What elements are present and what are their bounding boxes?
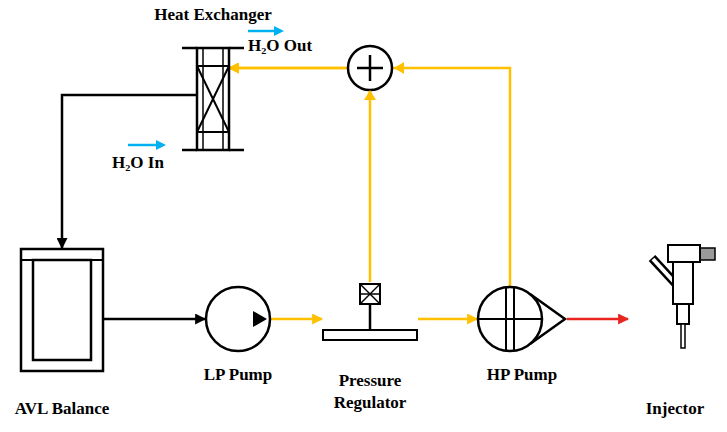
flow-arrow <box>229 68 510 286</box>
water-outlet-label: H₂O Out <box>248 35 312 57</box>
flow-arrow <box>104 318 205 321</box>
fuel-balance: AVL Balance <box>20 248 104 372</box>
flow-arrow <box>418 318 477 321</box>
node-label: LP Pump <box>204 364 273 386</box>
flow-arrow <box>271 318 322 321</box>
mixing-junction <box>348 46 404 100</box>
node-label: Injector <box>646 398 705 420</box>
high-pressure-pump-symbol <box>477 286 567 352</box>
pressure-regulator-symbol <box>322 282 418 342</box>
water-inlet-label: H₂O In <box>112 152 164 174</box>
node-label: AVL Balance <box>15 398 110 420</box>
flow-arrow <box>567 318 628 321</box>
high-pressure-pump: HP Pump <box>477 286 567 352</box>
flow-arrow <box>62 95 197 248</box>
heat-exchanger: Heat Exchanger <box>197 44 229 154</box>
fuel-injector: Injector <box>628 242 722 352</box>
water-out-arrow <box>248 26 284 36</box>
fuel-balance-symbol <box>20 248 104 372</box>
pressure-regulator: Pressure Regulator <box>322 282 418 342</box>
fuel-injector-symbol <box>628 242 722 352</box>
node-label: HP Pump <box>487 364 557 386</box>
node-label: Heat Exchanger <box>154 4 272 26</box>
heat-exchanger-symbol <box>197 44 229 154</box>
low-pressure-pump: LP Pump <box>205 286 271 352</box>
node-label: Pressure Regulator <box>320 370 420 414</box>
low-pressure-pump-symbol <box>205 286 271 352</box>
flow-arrow <box>229 68 370 282</box>
water-in-arrow <box>128 140 166 150</box>
